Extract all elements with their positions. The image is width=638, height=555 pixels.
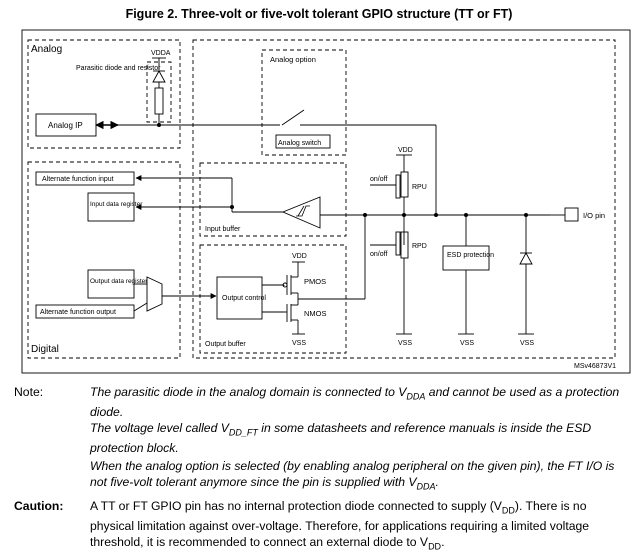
vss-diode-label: VSS [520, 340, 534, 347]
gpio-structure-diagram: Analog Digital VDDA Parasitic diode and … [21, 29, 631, 374]
pullup-on-off-label: on/off [370, 176, 387, 183]
note-1-text: The parasitic diode in the analog domain… [90, 385, 620, 420]
rpd-label: RPD [412, 243, 427, 250]
vdd-pullup-label: VDD [398, 147, 413, 154]
note-3-text: When the analog option is selected (by e… [90, 459, 615, 492]
vss-output-label: VSS [292, 340, 306, 347]
caution-label: Caution: [14, 499, 64, 513]
alt-func-input-box [35, 171, 135, 186]
pmos-transistor [282, 261, 305, 305]
analog-switch-box [275, 134, 331, 149]
analog-switch-symbol [281, 109, 305, 126]
input-data-register-label: Input data register [90, 201, 143, 208]
vdda-label: VDDA [151, 50, 171, 57]
parasitic-label: Parasitic diode and resistor [76, 65, 161, 72]
gpio-core-box [192, 39, 616, 359]
parasitic-resistor-symbol [154, 87, 164, 115]
protection-diode-symbol [519, 252, 533, 265]
analog-switch-label: Analog switch [278, 140, 321, 147]
io-pin-symbol [564, 207, 579, 222]
output-control-label: Output control [222, 295, 266, 302]
io-pin-label: I/O pin [583, 211, 605, 220]
pmos-label: PMOS [304, 277, 326, 286]
digital-domain-box [27, 161, 181, 359]
vss-esd-label: VSS [460, 340, 474, 347]
input-data-register-box [87, 192, 135, 222]
pullup-resistor-symbol [400, 171, 409, 198]
input-buffer-label: Input buffer [205, 226, 241, 233]
nmos-label: NMOS [304, 309, 327, 318]
alt-func-output-label: Alternate function output [40, 309, 116, 316]
digital-domain-label: Digital [31, 344, 59, 355]
alt-func-output-box [35, 304, 135, 319]
pulldown-resistor-symbol [400, 231, 409, 259]
diagram-border [21, 29, 631, 374]
output-control-box [216, 276, 263, 320]
vss-pulldown-label: VSS [398, 340, 412, 347]
figure-title: Figure 2. Three-volt or five-volt tolera… [125, 7, 513, 21]
vdd-output-label: VDD [292, 253, 307, 260]
esd-protection-label: ESD protection [447, 252, 494, 259]
alt-func-input-label: Alternate function input [42, 176, 114, 183]
analog-option-label: Analog option [270, 55, 316, 64]
nmos-transistor [284, 304, 305, 335]
figure-ref-code: MSv46873V1 [574, 363, 616, 370]
analog-option-box [261, 49, 347, 156]
output-data-register-label: Output data register [90, 278, 148, 285]
input-buffer-box [199, 162, 347, 237]
output-mux-symbol [146, 276, 163, 312]
analog-ip-label: Analog IP [48, 121, 83, 130]
analog-domain-box [27, 39, 181, 149]
schmitt-trigger-symbol [281, 196, 321, 229]
rpu-label: RPU [412, 184, 427, 191]
analog-domain-label: Analog [31, 44, 62, 55]
output-buffer-label: Output buffer [205, 341, 246, 348]
note-2-text: The voltage level called VDD_FT in some … [90, 421, 592, 456]
caution-text: A TT or FT GPIO pin has no internal prot… [90, 499, 590, 552]
note-label: Note: [14, 385, 44, 399]
parasitic-diode-symbol [152, 70, 166, 83]
pulldown-on-off-label: on/off [370, 251, 387, 258]
